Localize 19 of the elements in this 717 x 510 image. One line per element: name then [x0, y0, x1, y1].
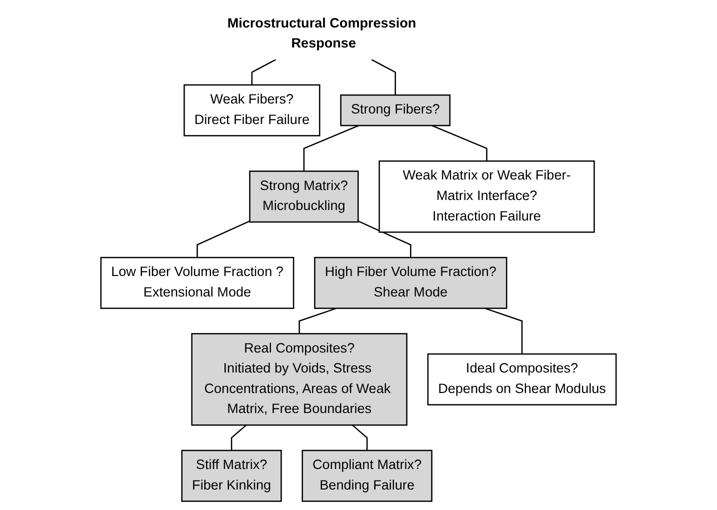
connector: [303, 124, 360, 172]
connector: [358, 220, 412, 258]
node-box: Compliant Matrix? Bending Failure: [302, 450, 432, 502]
node-box: Strong Fibers?: [340, 94, 451, 126]
connector: [251, 58, 276, 85]
connector: [432, 124, 488, 162]
node-box: Ideal Composites? Depends on Shear Modulus: [427, 353, 617, 406]
node-box: Weak Matrix or Weak Fiber-Matrix Interface? Interaction Failure: [378, 160, 595, 233]
node-box: Weak Fibers? Direct Fiber Failure: [184, 84, 320, 136]
node-text: Microstructural Compression Response: [227, 16, 416, 52]
node-box: Real Composites? Initiated by Voids, Stress Concentrations, Areas of Weak Matrix, Free Boundaries: [191, 333, 408, 426]
connector: [230, 424, 247, 450]
connector: [196, 220, 250, 258]
node-box: Strong Matrix? Microbuckling: [249, 170, 359, 223]
node-box: Low Fiber Volume Fraction ? Extensional Mode: [100, 256, 294, 309]
connector: [352, 424, 368, 450]
node-box: Stiff Matrix? Fiber Kinking: [181, 450, 282, 502]
node-box: High Fiber Volume Fraction? Shear Mode: [314, 256, 508, 309]
connector: [298, 308, 337, 334]
